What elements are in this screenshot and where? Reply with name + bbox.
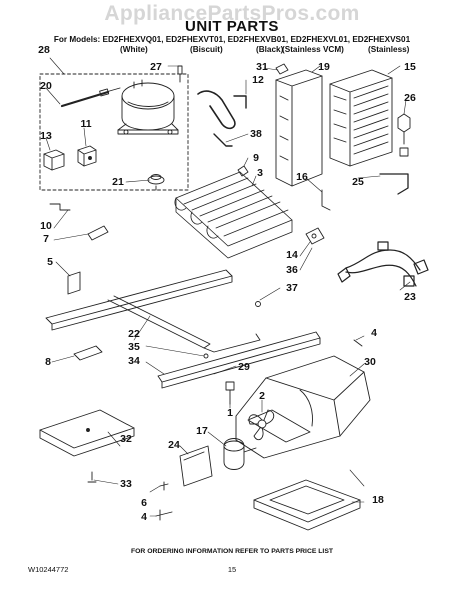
callout-22: 22 [128,328,140,340]
part-7-sleeve [87,225,109,241]
callout-5: 5 [47,256,53,268]
part-17-fan-motor [223,438,257,470]
part-15-coil [329,69,393,167]
callout-12: 12 [252,74,264,86]
part-4-screw-lower [155,509,173,521]
watermark: AppliancePartsPros.com [104,2,360,25]
part-2-fan-blade [248,409,275,441]
ordering-note: FOR ORDERING INFORMATION REFER TO PARTS … [130,548,334,555]
part-23-harness [337,241,429,287]
part-24-bracket [179,445,213,487]
part-16-wire [321,189,331,211]
part-33-screw [87,471,97,483]
part-30-housing [235,355,371,459]
part-11-relay [77,145,97,167]
part-35-screw [203,353,209,359]
part-8-pad [73,345,103,361]
callout-14: 14 [286,249,298,261]
part-21-grommet [147,174,165,191]
callout-11: 11 [80,118,92,130]
callout-37: 37 [286,282,298,294]
callout-8: 8 [45,356,51,368]
callout-33: 33 [120,478,132,490]
part-20-overload-probe [60,87,121,108]
variant-white: (White) [120,45,148,54]
callout-25: 25 [352,176,364,188]
part-5-bracket [67,271,81,295]
callout-26: 26 [404,92,416,104]
callout-20: 20 [40,80,52,92]
leader-lines [45,57,411,517]
part-34-rail [157,331,321,389]
callout-2: 2 [259,390,265,402]
part-31-clip [275,63,289,75]
callout-6: 6 [141,497,147,509]
part-6-screw [159,481,169,491]
callout-30: 30 [364,356,376,368]
callout-9: 9 [253,152,259,164]
callout-36: 36 [286,264,298,276]
callout-15: 15 [404,61,416,73]
part-27-screw [177,65,183,83]
callout-27: 27 [150,61,162,73]
callout-35: 35 [128,341,140,353]
part-19-shroud [275,69,323,187]
callout-1: 1 [227,407,233,419]
callout-32: 32 [120,433,132,445]
document-number: W10244772 [28,565,69,574]
part-22-frame [45,269,261,353]
variant-stainless-vcm: (Stainless VCM) [282,45,344,54]
callout-29: 29 [238,361,250,373]
callout-21: 21 [112,176,124,188]
diagram-title: UNIT PARTS [185,18,279,35]
callout-23: 23 [404,291,416,303]
part-4-screw-upper [353,339,363,347]
part-3-rack [174,171,293,259]
models-line: For Models: ED2FHEXVQ01, ED2FHEXVT01, ED… [53,35,411,44]
part-37-screw [255,301,261,307]
compressor-kit-outline [39,73,189,191]
part-1-grommet [225,381,235,405]
page-number: 15 [227,565,237,574]
callout-28: 28 [38,44,50,56]
part-25-tube [379,173,409,195]
part-13-overload [43,149,65,171]
callout-19: 19 [318,61,330,73]
callout-10: 10 [40,220,52,232]
callout-34: 34 [128,355,140,367]
part-32-drain-pan [39,409,135,457]
part-10-wire [49,203,71,211]
callout-17: 17 [196,425,208,437]
part-18-tray [253,479,361,531]
part-14-bracket [305,227,325,245]
callout-4-upper: 4 [371,327,377,339]
callout-4-lower: 4 [141,511,147,523]
callout-38: 38 [250,128,262,140]
variant-stainless: (Stainless) [368,45,410,54]
part-26-thermostat [397,113,411,157]
callout-18: 18 [372,494,384,506]
callout-31: 31 [256,61,268,73]
callout-24: 24 [168,439,180,451]
part-38-tube [213,133,233,147]
compressor [117,79,179,135]
callout-3: 3 [257,167,263,179]
callout-13: 13 [40,130,52,142]
variant-black: (Black) [256,45,284,54]
variant-biscuit: (Biscuit) [190,45,223,54]
callout-16: 16 [296,171,308,183]
part-12-tube [197,90,236,130]
callout-7: 7 [43,233,49,245]
part-9-clip [237,165,249,177]
